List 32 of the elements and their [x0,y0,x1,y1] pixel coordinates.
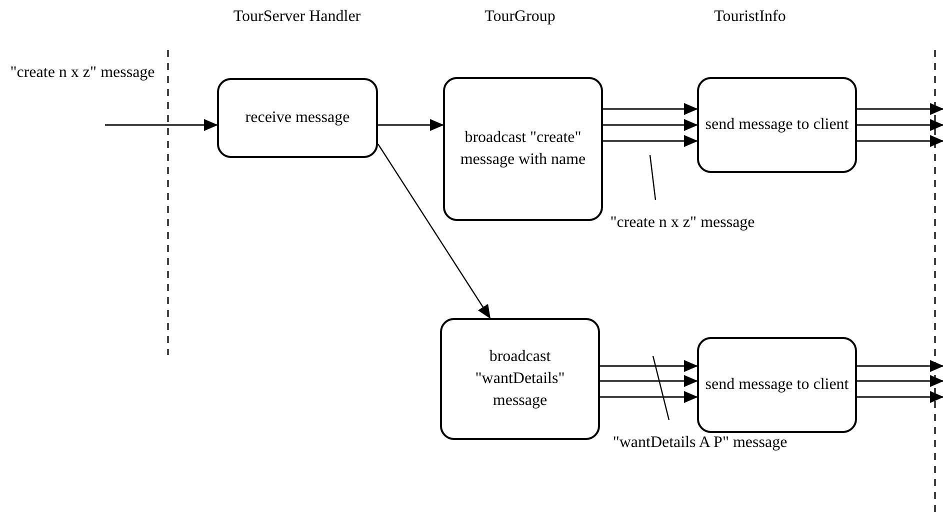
box-text: send message to client [705,115,849,135]
process-box [217,78,378,158]
process-box [443,77,603,221]
arrow [603,135,698,147]
arrow [105,119,218,131]
process-box [440,318,600,440]
arrow [603,119,698,131]
arrow [857,119,943,131]
column-heading: TourGroup [484,7,556,27]
box-text: broadcast "wantDetails" message [474,347,566,411]
column-heading: TouristInfo [713,7,787,27]
arrow [857,360,943,372]
leader-line [652,356,670,420]
arrow [378,119,444,131]
column-heading: TourServer Handler [232,7,362,27]
arrow [857,103,943,115]
arrow [600,375,698,387]
leader-line [649,154,656,200]
box-text: broadcast "create" message with name [459,128,587,170]
arrow [603,103,698,115]
box-text: receive message [245,108,350,128]
process-box [697,77,857,173]
box-text: send message to client [705,375,849,395]
arrow [600,391,698,403]
message-label: "wantDetails A P" message [590,420,810,466]
arrow [857,375,943,387]
message-label: "create n x z" message [600,200,765,246]
process-box [697,337,857,433]
arrow [600,360,698,372]
arrow [857,391,943,403]
arrow [857,135,943,147]
arrow [378,144,491,319]
